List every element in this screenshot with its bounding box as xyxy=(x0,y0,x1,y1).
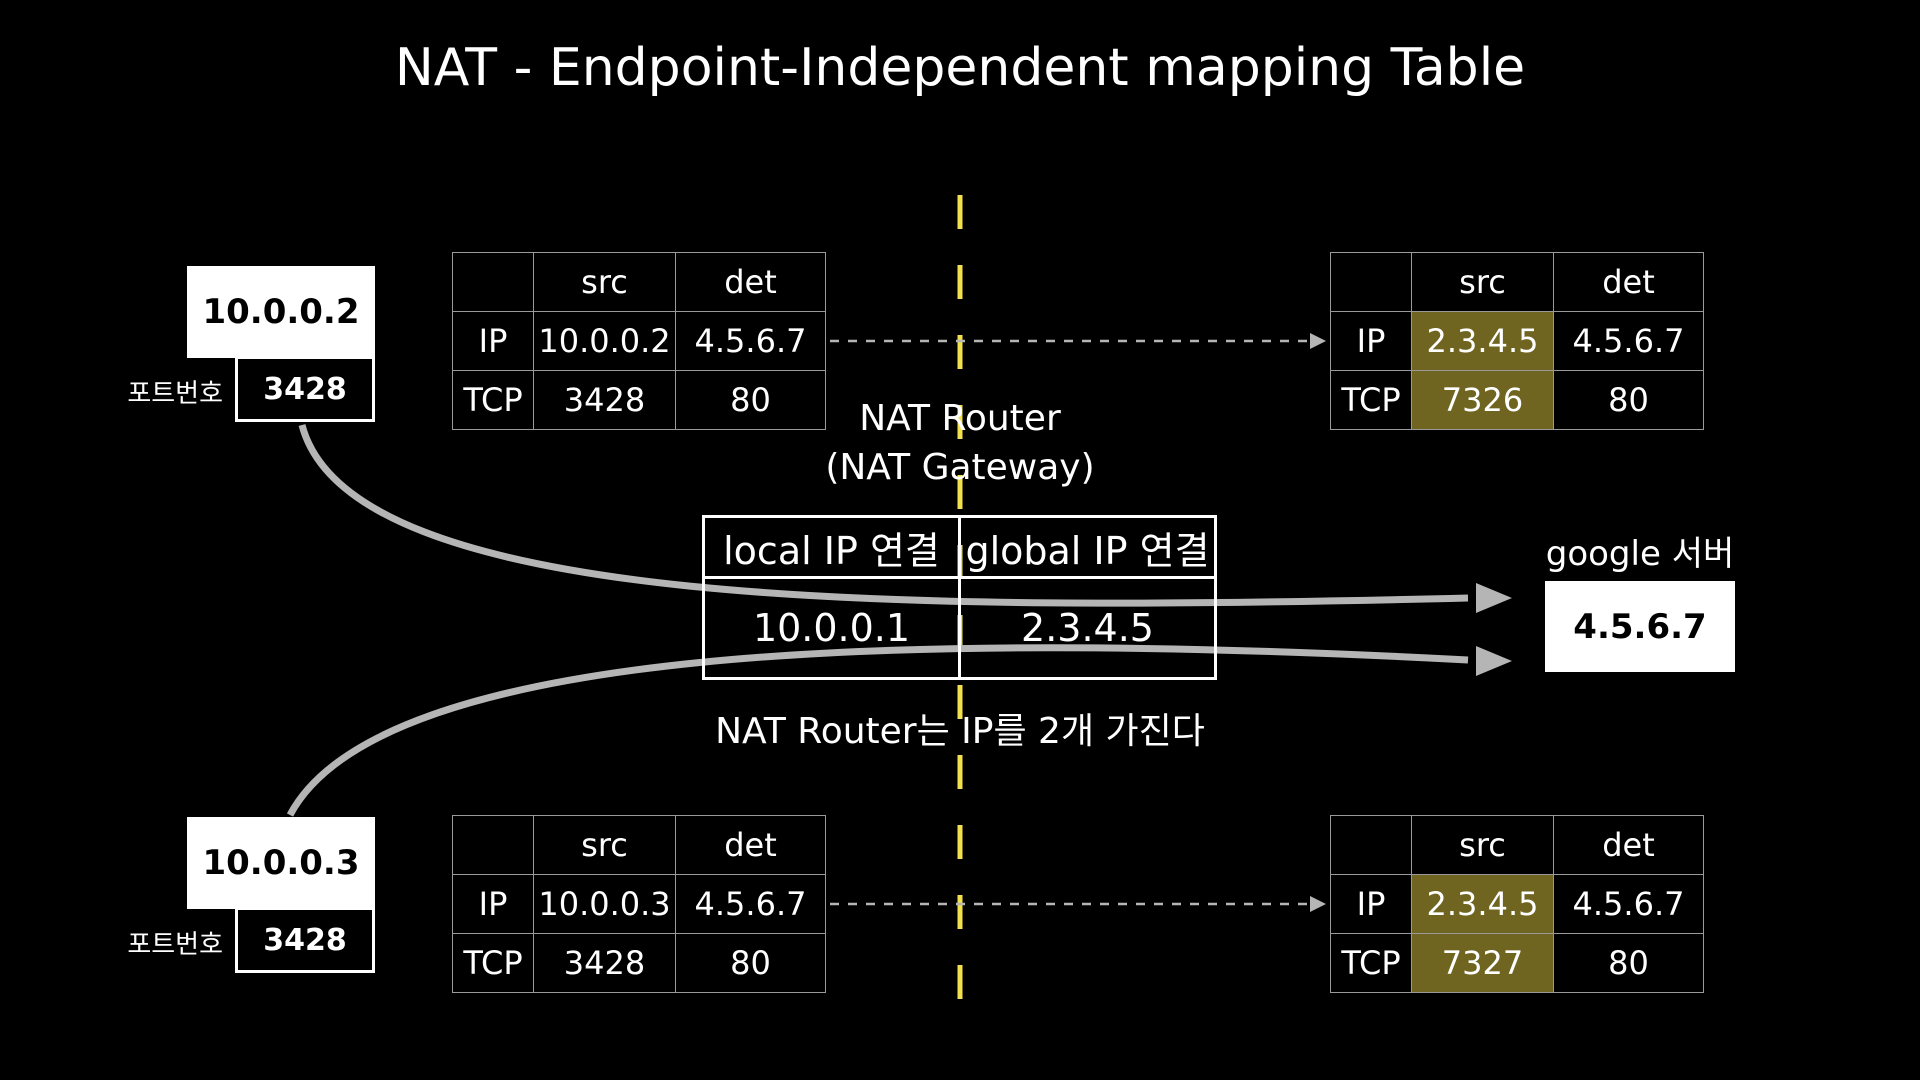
host-2-ip-box: 10.0.0.3 xyxy=(187,817,375,909)
router-name: NAT Router xyxy=(859,398,1061,439)
table-row: src det xyxy=(452,252,826,312)
page-title: NAT - Endpoint-Independent mapping Table xyxy=(394,38,1526,98)
server-ip: 4.5.6.7 xyxy=(1573,606,1707,647)
router-subtitle: (NAT Gateway) xyxy=(825,447,1095,488)
host-1-port-label: 포트번호 xyxy=(127,379,223,409)
flow-arrowhead-host2 xyxy=(1476,646,1512,676)
nat-local-ip: 10.0.0.1 xyxy=(702,576,961,680)
table-row: IP 2.3.4.5 4.5.6.7 xyxy=(1330,311,1704,371)
table-row: TCP 7326 80 xyxy=(1330,370,1704,430)
packet-table-host2-after: src det IP 2.3.4.5 4.5.6.7 TCP 7327 80 xyxy=(1330,815,1704,993)
host-1-port-box: 3428 xyxy=(235,356,375,422)
table-row: local IP 연결 global IP 연결 xyxy=(702,515,1217,579)
host-2-ip: 10.0.0.3 xyxy=(202,843,360,883)
table-row: IP 10.0.0.2 4.5.6.7 xyxy=(452,311,826,371)
server-label: google 서버 xyxy=(1545,534,1735,574)
table-row: IP 2.3.4.5 4.5.6.7 xyxy=(1330,874,1704,934)
nat-header-global: global IP 연결 xyxy=(958,515,1217,579)
host-1-ip-box: 10.0.0.2 xyxy=(187,266,375,358)
table-row: TCP 7327 80 xyxy=(1330,933,1704,993)
table-row: TCP 3428 80 xyxy=(452,370,826,430)
nat-header-local: local IP 연결 xyxy=(702,515,961,579)
host-1-port: 3428 xyxy=(263,371,347,407)
table-row: 10.0.0.1 2.3.4.5 xyxy=(702,576,1217,680)
nat-global-ip: 2.3.4.5 xyxy=(958,576,1217,680)
host-1-ip: 10.0.0.2 xyxy=(202,292,360,332)
translate-arrowhead-bottom xyxy=(1310,896,1326,912)
table-row: src det xyxy=(1330,815,1704,875)
table-row: src det xyxy=(452,815,826,875)
table-row: TCP 3428 80 xyxy=(452,933,826,993)
flow-curve-host1-to-server xyxy=(298,424,1469,607)
flow-arrowhead-host1 xyxy=(1476,583,1512,613)
nat-mapping-table: local IP 연결 global IP 연결 10.0.0.1 2.3.4.… xyxy=(702,515,1217,680)
host-2-port: 3428 xyxy=(263,922,347,958)
host-2-port-box: 3428 xyxy=(235,907,375,973)
packet-table-host2-before: src det IP 10.0.0.3 4.5.6.7 TCP 3428 80 xyxy=(452,815,826,993)
server-ip-box: 4.5.6.7 xyxy=(1545,581,1735,672)
flow-curve-host2-to-server xyxy=(286,644,1469,817)
packet-table-host1-after: src det IP 2.3.4.5 4.5.6.7 TCP 7326 80 xyxy=(1330,252,1704,430)
router-note: NAT Router는 IP를 2개 가진다 xyxy=(715,711,1205,752)
table-row: src det xyxy=(1330,252,1704,312)
table-row: IP 10.0.0.3 4.5.6.7 xyxy=(452,874,826,934)
packet-table-host1-before: src det IP 10.0.0.2 4.5.6.7 TCP 3428 80 xyxy=(452,252,826,430)
host-2-port-label: 포트번호 xyxy=(127,930,223,960)
translate-arrowhead-top xyxy=(1310,333,1326,349)
